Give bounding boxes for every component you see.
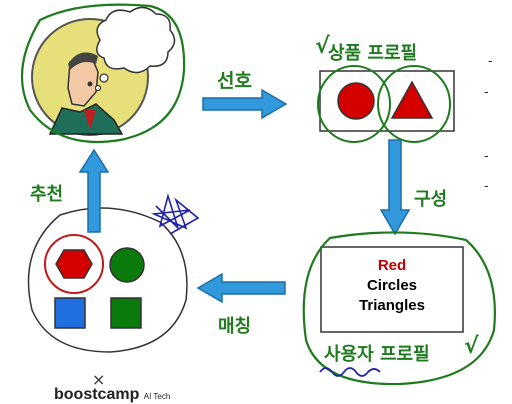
composition-label: 구성 (414, 189, 448, 210)
profile-red: Red (377, 257, 407, 274)
green-square-shape (110, 297, 142, 329)
user-profile-label: 사용자 프로필 (324, 344, 430, 365)
circle-annotation (317, 65, 391, 143)
red-hexagon-shape (55, 249, 93, 279)
illustration-annotation-circle (20, 3, 186, 144)
red-triangle-shape (390, 80, 434, 119)
triangle-annotation (377, 65, 451, 143)
recommendation-label: 추천 (30, 184, 64, 205)
red-circle-shape (337, 82, 375, 120)
green-circle-shape (109, 247, 145, 283)
blue-square-shape (54, 297, 86, 329)
items-outline (27, 207, 188, 353)
person-hair (68, 52, 98, 70)
preference-label: 선호 (217, 70, 252, 92)
recommended-items-group (27, 207, 188, 353)
thinking-person-illustration (31, 6, 176, 136)
product-profile-label: 상품 프로필 (328, 43, 418, 64)
brand-name: boostcamp (54, 386, 140, 403)
footer-brand: boostcamp AI Tech (54, 386, 170, 404)
brand-sub: AI Tech (143, 392, 171, 401)
check-mark-top: √ (315, 34, 330, 59)
hexagon-highlight-ring (44, 234, 104, 294)
preference-arrow (202, 88, 288, 120)
user-profile-annotation-circle (302, 231, 496, 386)
person-eye (87, 81, 93, 87)
star-scribble (150, 193, 200, 235)
close-x-icon: × (92, 370, 106, 389)
thought-dot-1 (99, 73, 109, 83)
composition-arrow (379, 139, 411, 236)
underline-squiggle (319, 367, 381, 377)
profile-triangles: Triangles (359, 297, 425, 314)
recommendation-arrow (78, 148, 110, 233)
matching-label: 매칭 (218, 316, 252, 337)
matching-arrow (196, 272, 286, 304)
thought-dot-2 (94, 84, 102, 92)
bullet-4: - (484, 177, 489, 193)
bullet-3: - (484, 147, 489, 163)
check-mark-bottom: √ (464, 334, 479, 359)
person-shirt (48, 103, 124, 135)
profile-circles: Circles (366, 277, 418, 294)
person-tie (84, 110, 96, 130)
bullet-1: - (488, 52, 493, 68)
thought-bubble (96, 6, 176, 74)
user-profile-box (320, 246, 464, 333)
bullet-2: - (484, 83, 489, 99)
user-profile-contents: Red Circles Triangles (321, 248, 463, 316)
